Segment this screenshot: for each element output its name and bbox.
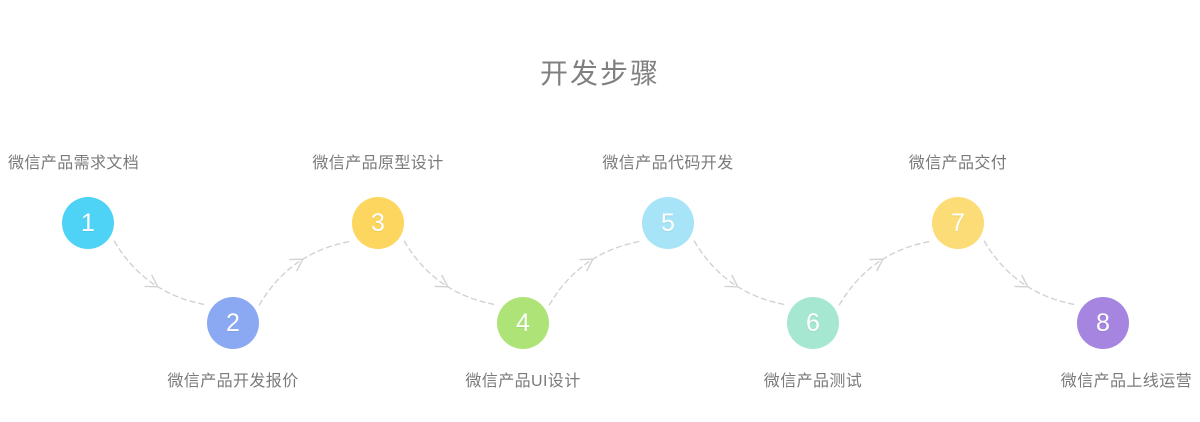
step-label-4: 微信产品UI设计 [465,373,581,390]
step-node-5[interactable]: 5 [642,197,694,249]
step-node-7[interactable]: 7 [932,197,984,249]
connector-arrowhead-icon [579,258,594,272]
step-node-2[interactable]: 2 [207,297,259,349]
connector-dashed-curve [548,240,643,306]
step-number-label: 3 [371,208,385,237]
step-number-label: 4 [516,308,530,337]
step-number-label: 5 [661,208,675,237]
connector-dashed-curve [403,240,498,306]
connector-dashed-curve [113,240,208,306]
step-node-3[interactable]: 3 [352,197,404,249]
connector-arrowhead-icon [434,274,449,288]
connector-arrowhead-icon [1014,274,1029,288]
step-number-label: 8 [1096,308,1110,337]
step-number-label: 1 [81,208,95,237]
connector-dashed-curve [838,240,933,306]
step-number-label: 7 [951,208,965,237]
step-label-1: 微信产品需求文档 [8,155,140,172]
connector-arrowhead-icon [144,274,159,288]
page-title: 开发步骤 [539,58,660,89]
step-node-4[interactable]: 4 [497,297,549,349]
step-label-7: 微信产品交付 [908,155,1008,172]
step-node-6[interactable]: 6 [787,297,839,349]
step-node-8[interactable]: 8 [1077,297,1129,349]
step-label-5: 微信产品代码开发 [602,155,734,172]
step-number-label: 2 [226,308,240,337]
connector-arrowhead-icon [289,258,304,272]
step-label-8: 微信产品上线运营 [1060,373,1192,390]
step-node-1[interactable]: 1 [62,197,114,249]
step-label-2: 微信产品开发报价 [167,373,299,390]
step-number-label: 6 [806,308,820,337]
step-label-6: 微信产品测试 [763,373,863,390]
step-label-3: 微信产品原型设计 [312,155,444,172]
connector-dashed-curve [983,240,1078,306]
connector-arrowhead-icon [869,258,884,272]
connector-dashed-curve [693,240,788,306]
connector-dashed-curve [258,240,353,306]
connector-arrowhead-icon [724,274,739,288]
